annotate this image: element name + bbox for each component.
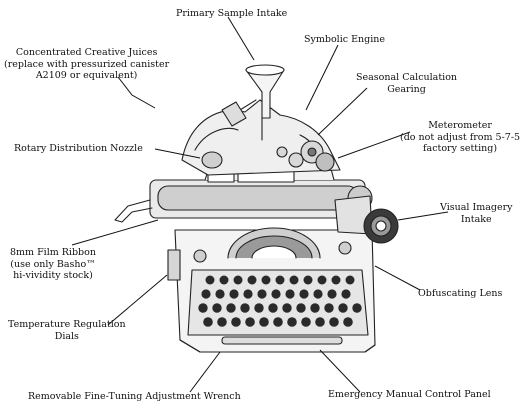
label-obfuscating-lens: Obfuscating Lens [418, 288, 503, 299]
label-emergency-control-panel: Emergency Manual Control Panel [328, 389, 491, 400]
carriage-lever [114, 199, 153, 223]
label-fine-tuning-wrench: Removable Fine-Tuning Adjustment Wrench [28, 391, 241, 402]
leader-rotary-nozzle [154, 148, 201, 159]
leader-seasonal-gearing [317, 87, 368, 136]
rotary-nozzle [201, 151, 223, 169]
leader-obfuscating-lens [374, 265, 421, 291]
leader-visual-imagery [397, 211, 449, 221]
platen [157, 185, 359, 211]
label-concentrated-creative-juices: Concentrated Creative Juices (replace wi… [4, 47, 170, 81]
leader-creative-juices [117, 76, 156, 109]
leader-meterometer [337, 131, 411, 159]
label-visual-imagery-intake: Visual Imagery Intake [440, 202, 513, 225]
label-primary-sample-intake: Primary Sample Intake [176, 8, 288, 19]
label-symbolic-engine: Symbolic Engine [304, 34, 386, 45]
leader-emergency-panel [319, 349, 361, 393]
leader-lines [71, 16, 449, 393]
label-seasonal-calculation-gearing: Seasonal Calculation Gearing [356, 72, 458, 95]
keys [198, 275, 362, 327]
space-bar [221, 336, 343, 345]
label-rotary-distribution-nozzle: Rotary Distribution Nozzle [14, 143, 143, 154]
leader-primary-intake [227, 16, 255, 61]
meterometer-dial [315, 152, 335, 172]
label-temperature-regulation-dials: Temperature Regulation Dials [8, 319, 126, 342]
leader-fine-tuning-wrench [189, 351, 221, 393]
leader-film-ribbon [71, 219, 159, 246]
label-film-ribbon: 8mm Film Ribbon (use only Basho™ hi-vivi… [10, 247, 96, 281]
film-ribbon-spool [193, 249, 207, 263]
label-meterometer: Meterometer (do not adjust from 5-7-5 fa… [400, 120, 521, 154]
leader-temperature-dials [107, 274, 168, 326]
temperature-dials [167, 249, 181, 281]
leader-symbolic-engine [305, 44, 339, 111]
creative-juices-canister [221, 101, 247, 127]
